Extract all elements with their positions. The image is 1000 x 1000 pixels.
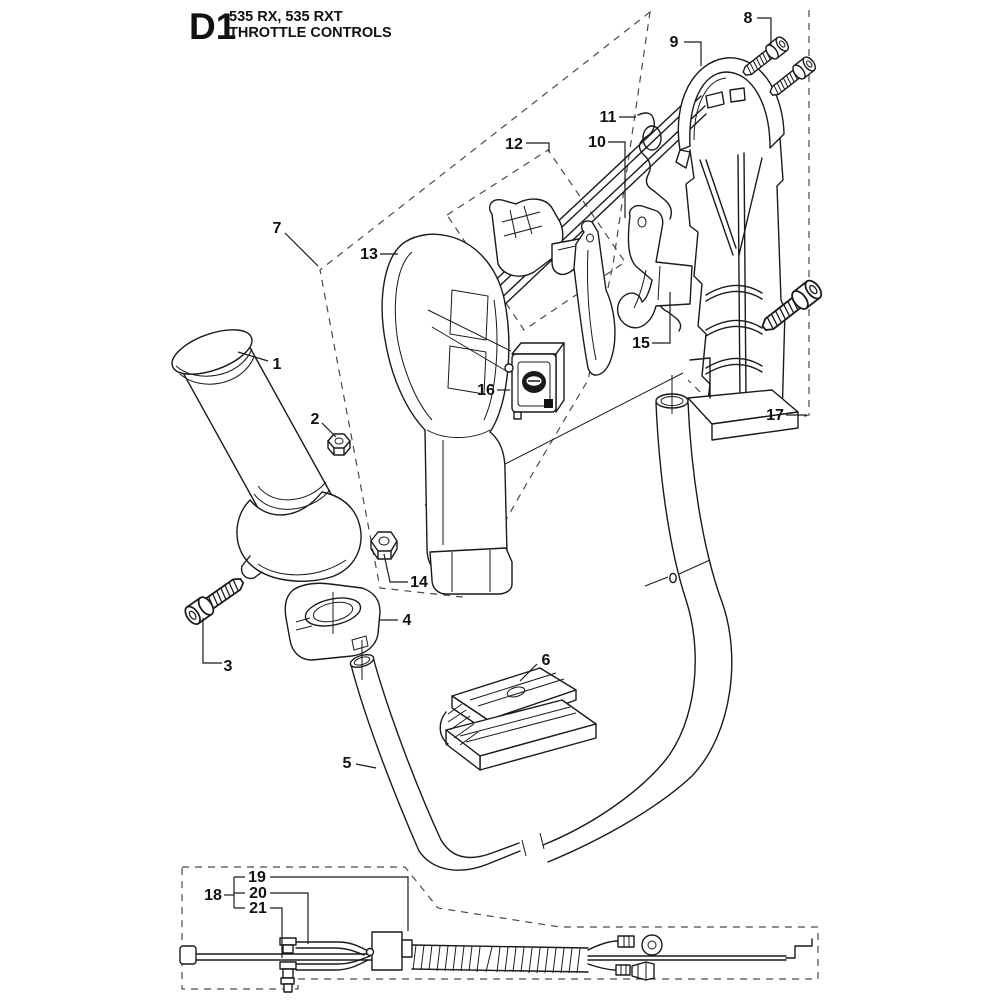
callout-5: 5 bbox=[343, 755, 352, 772]
leader-lines bbox=[202, 17, 807, 958]
grip-handle-part-1 bbox=[171, 329, 362, 582]
callout-4: 4 bbox=[403, 612, 412, 629]
callout-1: 1 bbox=[273, 356, 282, 373]
housing-cover-part-9 bbox=[675, 57, 785, 169]
callout-15: 15 bbox=[632, 335, 650, 352]
throttle-cam-part bbox=[488, 198, 591, 277]
callout-16: 16 bbox=[477, 382, 495, 399]
handlebar-left-tube-part-5 bbox=[349, 640, 545, 871]
callout-2: 2 bbox=[311, 411, 320, 428]
callout-labels: 1 2 3 4 5 6 7 8 9 10 11 12 13 14 15 16 1… bbox=[204, 10, 784, 917]
callout-8: 8 bbox=[744, 10, 753, 27]
callout-19: 19 bbox=[248, 869, 266, 886]
housing-screws-part-8 bbox=[738, 34, 819, 101]
callout-13: 13 bbox=[360, 246, 378, 263]
callout-21: 21 bbox=[249, 900, 267, 917]
diagram-code: D1 bbox=[189, 6, 236, 47]
callout-17: 17 bbox=[766, 407, 784, 424]
assembly-boundary-cable-box bbox=[181, 866, 819, 990]
callout-12: 12 bbox=[505, 136, 523, 153]
callout-10: 10 bbox=[588, 134, 606, 151]
stop-switch-part-16 bbox=[427, 309, 565, 420]
handlebar-clamp-part-4 bbox=[284, 582, 381, 661]
callout-14: 14 bbox=[410, 574, 428, 591]
throttle-handle-part-13 bbox=[381, 233, 513, 595]
callout-3: 3 bbox=[224, 658, 233, 675]
handle-housing-bracket bbox=[685, 137, 799, 441]
hex-nut-part-2 bbox=[327, 433, 351, 456]
callout-7: 7 bbox=[273, 220, 282, 237]
clamp-screw-part-3 bbox=[181, 571, 249, 628]
title-block: D1 535 RX, 535 RXT THROTTLE CONTROLS bbox=[189, 6, 392, 47]
throttle-cable-assembly bbox=[179, 931, 813, 993]
callout-18: 18 bbox=[204, 887, 222, 904]
handlebar-right-tube bbox=[542, 375, 733, 863]
tube-clamp-part-6 bbox=[439, 667, 597, 771]
return-spring-part-11 bbox=[637, 112, 673, 220]
throttle-lock-lever bbox=[573, 220, 616, 376]
callout-6: 6 bbox=[542, 652, 551, 669]
callout-11: 11 bbox=[600, 109, 617, 126]
callout-9: 9 bbox=[670, 34, 679, 51]
diagram-models: 535 RX, 535 RXT bbox=[229, 9, 343, 25]
callout-20: 20 bbox=[249, 885, 267, 902]
throttle-trigger-part-10 bbox=[617, 204, 693, 329]
assembly-boundary-region-12 bbox=[446, 149, 626, 331]
diagram-name: THROTTLE CONTROLS bbox=[229, 25, 392, 41]
lock-nut-part-14 bbox=[370, 531, 398, 560]
